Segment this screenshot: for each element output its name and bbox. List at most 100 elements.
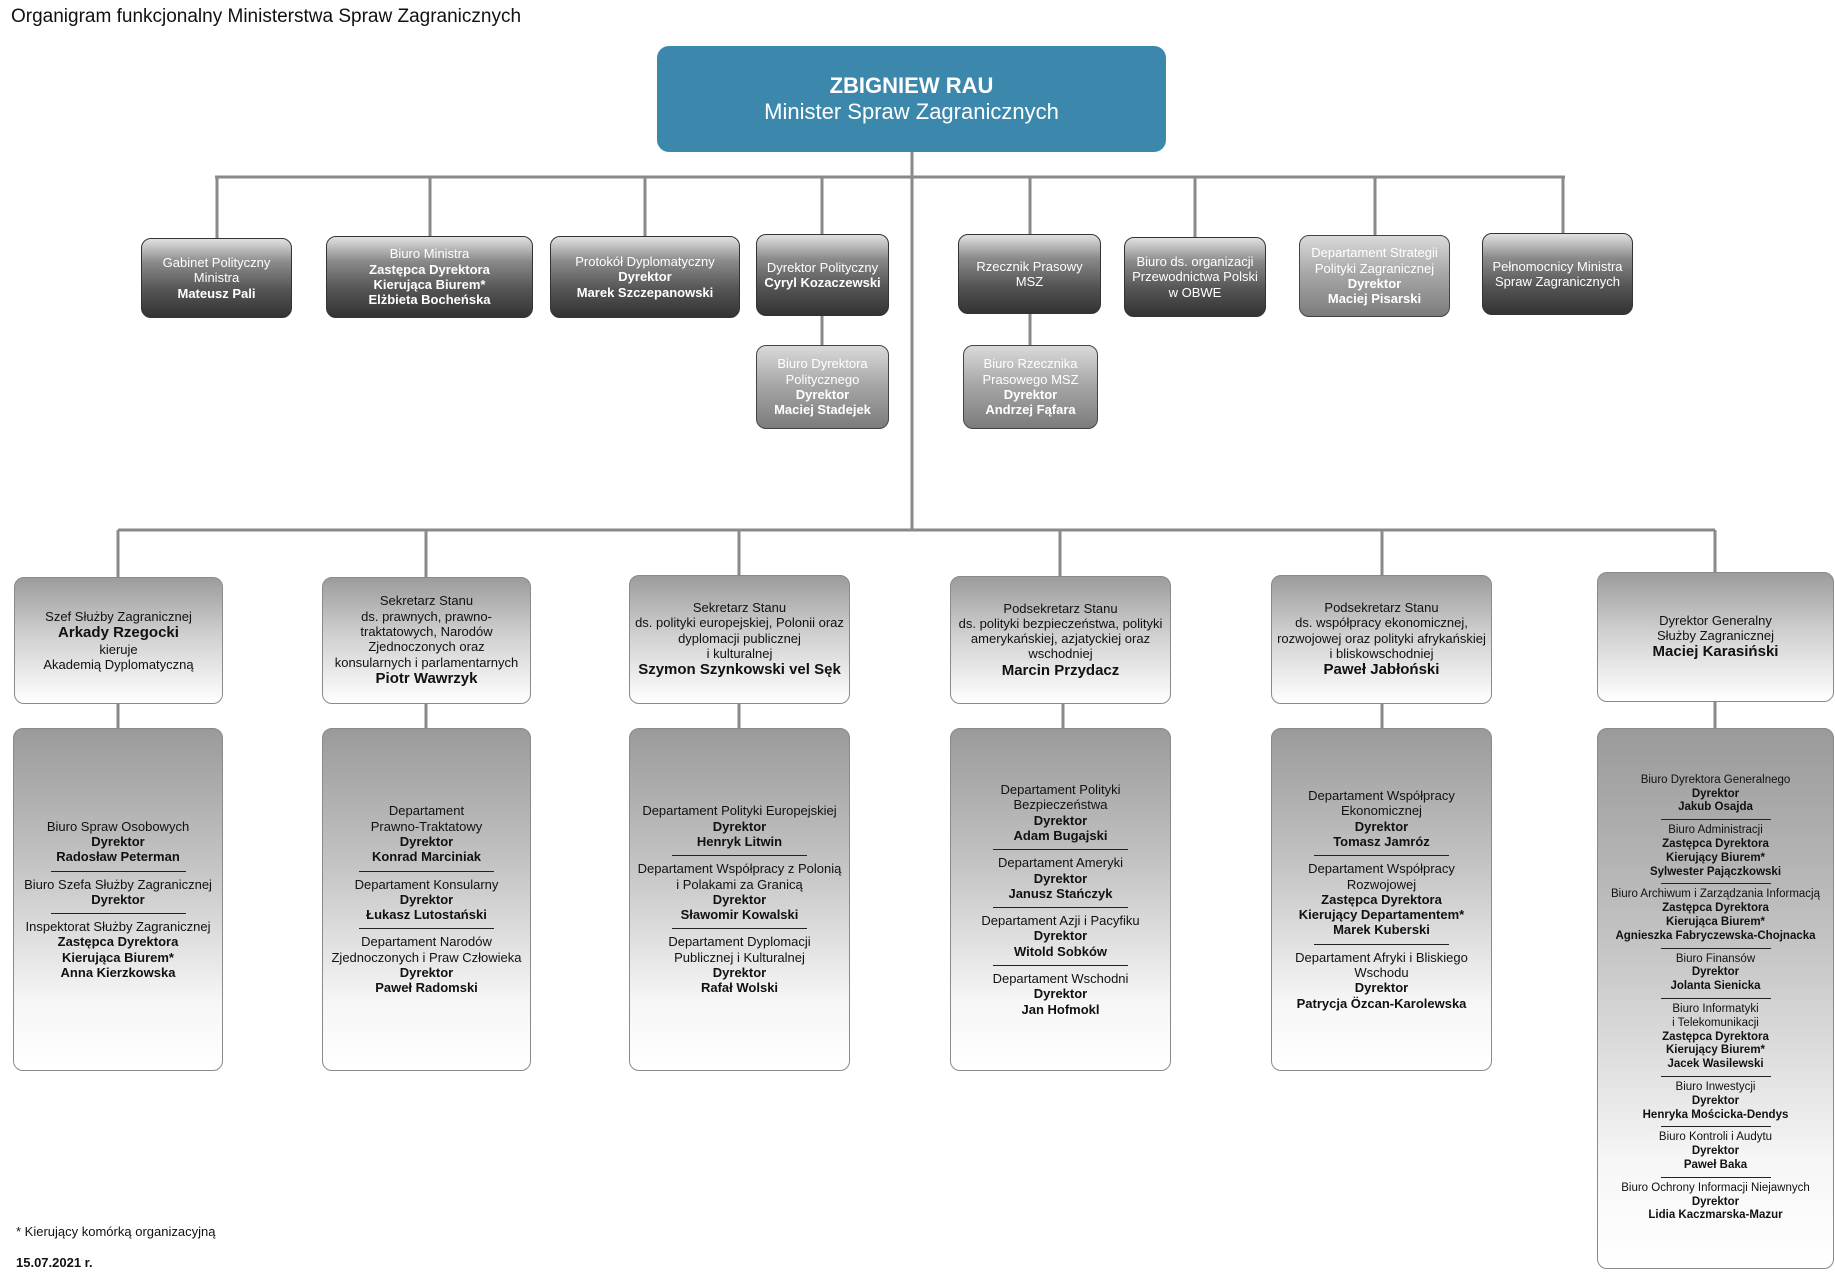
- secretary-title-line: Zjednoczonych oraz: [368, 639, 485, 655]
- department-text-line: Kierująca Biurem*: [1665, 916, 1766, 929]
- department-text-line: Dyrektor: [712, 818, 767, 834]
- secretary-title-line: ds. polityki bezpieczeństwa, polityki: [958, 615, 1163, 631]
- unit-text-line: Dyrektor: [1347, 276, 1402, 291]
- department-text-line: Kierujący Biurem*: [1665, 851, 1766, 864]
- department-text-line: Jakub Osajda: [1678, 801, 1753, 814]
- department-text-line: Dyrektor: [399, 833, 454, 849]
- department-text-line: i Polakami za Granicą: [676, 876, 803, 892]
- department-text-line: Jolanta Sienicka: [1670, 980, 1761, 993]
- entry-separator: [1660, 998, 1771, 999]
- department-text-line: Dyrektor: [1691, 1195, 1740, 1208]
- department-text-line: Dyrektor: [399, 891, 454, 907]
- secretary-title-line: ds. prawnych, prawno-: [361, 608, 492, 624]
- department-text-line: Departament Narodów: [361, 934, 492, 950]
- unit-text-line: Maciej Pisarski: [1327, 291, 1422, 307]
- entry-separator: [1660, 947, 1771, 949]
- department-text-line: Dyrektor: [1033, 812, 1088, 828]
- department-text-line: Tomasz Jamróz: [1333, 833, 1430, 849]
- unit-text-line: MSZ: [1015, 274, 1044, 289]
- department-text-line: Rozwojowej: [1346, 876, 1417, 892]
- department-text-line: Biuro Ochrony Informacji Niejawnych: [1621, 1181, 1810, 1194]
- department-text-line: Departament Dyplomacji: [668, 934, 811, 950]
- department-text-line: Konrad Marciniak: [371, 849, 482, 865]
- department-text-line: Departament Afryki i Bliskiego: [1295, 949, 1468, 965]
- secretary-name: Paweł Jabłoński: [1323, 661, 1440, 679]
- secretary-title-line: amerykańskiej, azjatyckiej oraz: [970, 631, 1151, 647]
- unit-text-line: Dyrektor Polityczny: [766, 259, 879, 275]
- unit-text-line: Biuro ds. organizacji: [1136, 254, 1254, 269]
- department-text-line: Dyrektor: [1691, 787, 1740, 800]
- department-text-line: Janusz Stańczyk: [1008, 885, 1113, 901]
- minister-box: ZBIGNIEW RAU Minister Spraw Zagranicznyc…: [657, 46, 1166, 152]
- department-text-line: Marek Kuberski: [1333, 922, 1430, 938]
- secretary-title-line: Podsekretarz Stanu: [1003, 600, 1118, 616]
- department-text-line: Biuro Dyrektora Generalnego: [1640, 773, 1791, 786]
- unit-text-line: Cyryl Kozaczewski: [764, 275, 881, 290]
- department-text-line: Henryk Litwin: [696, 833, 783, 849]
- department-text-line: Zastępca Dyrektora: [1662, 1030, 1769, 1043]
- department-text-line: Łukasz Lutostański: [366, 907, 487, 923]
- department-text-line: Jan Hofmokl: [1021, 1001, 1100, 1017]
- secretary-title-line: Szef Służby Zagranicznej: [45, 608, 192, 624]
- unit-text-line: Polityki Zagranicznej: [1314, 260, 1435, 276]
- footnote: * Kierujący komórką organizacyjną: [16, 1224, 216, 1239]
- department-text-line: Rafał Wolski: [700, 980, 779, 996]
- department-text-line: Publicznej i Kulturalnej: [674, 949, 805, 965]
- department-text-line: Wschodu: [1354, 965, 1409, 981]
- department-text-line: Dyrektor: [1691, 1145, 1740, 1158]
- department-text-line: Dyrektor: [1033, 870, 1088, 886]
- department-text-line: Dyrektor: [91, 833, 145, 849]
- department-text-line: Patrycja Özcan-Karolewska: [1296, 995, 1467, 1011]
- department-text-line: Zjednoczonych i Praw Człowieka: [331, 949, 522, 965]
- department-text-line: Dyrektor: [1033, 928, 1088, 944]
- department-text-line: Dyrektor: [1691, 966, 1740, 979]
- department-text-line: Kierująca Biurem*: [61, 949, 174, 965]
- department-text-line: Anna Kierzkowska: [60, 965, 176, 981]
- entry-separator: [359, 870, 494, 872]
- department-text-line: Biuro Spraw Osobowych: [46, 818, 190, 834]
- entry-separator: [993, 907, 1128, 909]
- unit-text-line: Departament Strategii: [1311, 245, 1438, 261]
- unit-text-line: Dyrektor: [1003, 387, 1058, 402]
- department-text-line: Dyrektor: [399, 965, 454, 981]
- department-text-line: Sylwester Pajączkowski: [1649, 865, 1782, 878]
- department-text-line: Radosław Peterman: [56, 849, 180, 865]
- unit-text-line: Zastępca Dyrektora: [369, 261, 490, 277]
- department-text-line: Jacek Wasilewski: [1667, 1058, 1764, 1071]
- department-text-line: Kierujący Biurem*: [1665, 1044, 1766, 1057]
- unit-text-line: Elżbieta Bocheńska: [368, 292, 491, 308]
- secretary-name: Arkady Rzegocki: [58, 623, 179, 641]
- secretary-name: Maciej Karasiński: [1652, 643, 1779, 661]
- unit-text-line: Dyrektor: [618, 269, 672, 285]
- entry-separator: [1660, 1126, 1771, 1128]
- department-text-line: Lidia Kaczmarska-Mazur: [1648, 1209, 1783, 1222]
- department-text-line: Dyrektor: [91, 891, 145, 907]
- department-text-line: Departament Współpracy: [1308, 787, 1455, 803]
- department-text-line: Dyrektor: [712, 891, 767, 907]
- department-text-line: Ekonomicznej: [1341, 803, 1422, 819]
- department-text-line: Departament Wschodni: [992, 971, 1129, 987]
- entry-separator: [672, 855, 807, 857]
